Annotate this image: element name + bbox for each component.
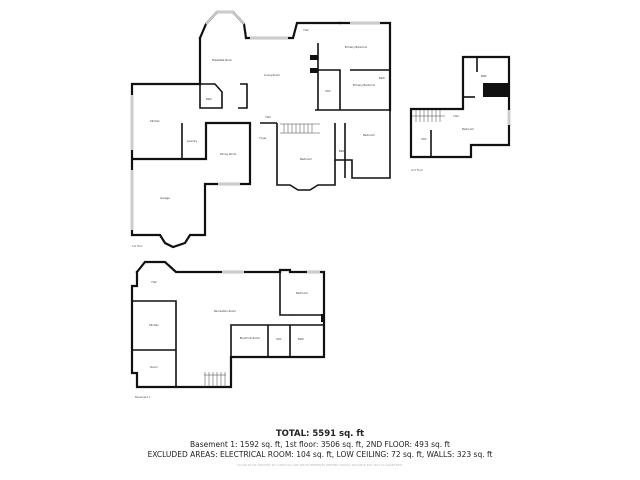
room-label: Bath xyxy=(379,76,385,80)
room-label: Hall xyxy=(266,115,271,119)
room-label: Hall xyxy=(152,280,157,284)
floor-label: 2nd Floor xyxy=(411,168,424,172)
room-label: Bath xyxy=(298,337,304,341)
room-label: Dining Room xyxy=(220,152,237,156)
room-label: Garage xyxy=(160,196,170,200)
floor-label: Basement 1 xyxy=(135,395,151,399)
room-label: Recreation Room xyxy=(214,309,237,313)
room-label: Hall xyxy=(454,114,459,118)
total-area: TOTAL: 5591 sq. ft xyxy=(275,429,365,439)
room-label: Bedroom xyxy=(300,157,312,161)
excluded-areas: EXCLUDED AREAS: ELECTRICAL ROOM: 104 sq.… xyxy=(147,450,493,459)
room-label: Hall xyxy=(304,28,309,32)
room-label: Foyer xyxy=(259,136,267,140)
room-label: Bath xyxy=(339,149,345,153)
disclaimer: FLOOR PLAN CREATED BY CUBICASA APP. MEAS… xyxy=(237,463,403,467)
floor-label: 1st floor xyxy=(132,244,144,248)
room-label: Kitchen xyxy=(150,119,160,123)
room-label: Hall xyxy=(289,313,294,317)
floor-area-breakdown: Basement 1: 1592 sq. ft, 1st floor: 3506… xyxy=(189,440,450,449)
room-label: Bedroom xyxy=(462,127,474,131)
second-floor-plan: Bath Hall Bedroom WIC 2nd Floor xyxy=(409,55,511,172)
room-label: Laundry xyxy=(187,139,198,143)
room-label: Bath xyxy=(206,97,212,101)
room-label: Kitchen xyxy=(149,323,159,327)
room-label: WIC xyxy=(276,337,281,341)
room-label: Room xyxy=(150,365,158,369)
room-label: WIC xyxy=(325,89,330,93)
room-label: Bath xyxy=(481,74,487,78)
room-label: WIC xyxy=(421,137,426,141)
first-floor-plan: Breakfast Nook Living Room Primary Bedro… xyxy=(130,10,392,249)
room-label: Breakfast Nook xyxy=(212,58,232,62)
basement-plan: Hall Recreation Room Bedroom Kitchen Hal… xyxy=(130,260,326,399)
room-label: Living Room xyxy=(264,73,280,77)
room-label: Primary Bedroom xyxy=(353,83,376,87)
room-label: Bedroom xyxy=(363,133,375,137)
room-label: Bedroom xyxy=(296,291,308,295)
room-label: Electrical Room xyxy=(240,336,261,340)
room-label: Primary Bedroom xyxy=(345,45,368,49)
